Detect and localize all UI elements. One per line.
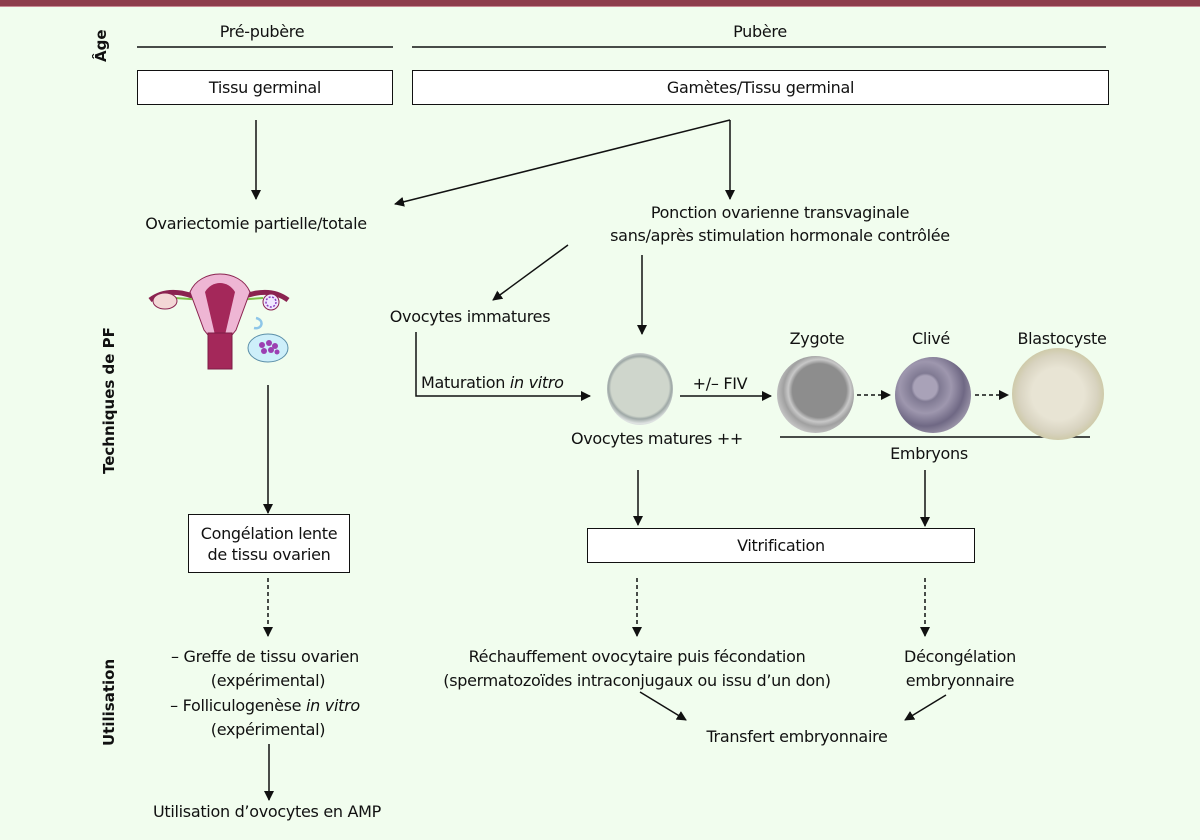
util-rechauffement-line2: (spermatozoïdes intraconjugaux ou issu d… xyxy=(443,671,831,690)
node-ponction-line1: Ponction ovarienne transvaginale xyxy=(650,203,910,222)
label-zygote: Zygote xyxy=(789,329,845,348)
cleaved-embryo-image xyxy=(895,357,971,433)
box-vitrification: Vitrification xyxy=(587,528,975,563)
util-decongelation-line2: embryonnaire xyxy=(905,671,1015,690)
node-ovocytes-immatures: Ovocytes immatures xyxy=(389,307,551,326)
age-pubere: Pubère xyxy=(733,22,787,41)
congelation-line2: de tissu ovarien xyxy=(207,544,331,564)
arrow-rechauffement-to-transfert xyxy=(639,691,687,721)
zygote-image xyxy=(777,356,854,433)
util-greffe-experimental: (expérimental) xyxy=(210,671,326,690)
label-clive: Clivé xyxy=(912,329,950,348)
node-ovariectomie: Ovariectomie partielle/totale xyxy=(145,214,367,233)
util-rechauffement-line1: Réchauffement ovocytaire puis fécondatio… xyxy=(468,647,806,666)
arrow-decongelation-to-transfert xyxy=(904,694,947,721)
box-tissu-germinal: Tissu germinal xyxy=(137,70,393,105)
util-decongelation-line1: Décongélation xyxy=(904,647,1016,666)
blastocyst-image xyxy=(1012,348,1104,440)
util-transfert-embryonnaire: Transfert embryonnaire xyxy=(706,727,888,746)
util-amp: Utilisation d’ovocytes en AMP xyxy=(152,802,382,821)
mature-oocyte-image xyxy=(607,353,673,425)
congelation-line1: Congélation lente xyxy=(200,523,338,543)
label-blastocyste: Blastocyste xyxy=(1017,329,1107,348)
branch-gametes xyxy=(394,119,731,207)
util-greffe: – Greffe de tissu ovarien xyxy=(170,647,360,666)
node-ovocytes-matures: Ovocytes matures ++ xyxy=(570,429,744,448)
arrow-ponction-to-immatures xyxy=(492,244,569,301)
arrow-maturation-in-vitro xyxy=(415,332,591,401)
box-gametes-tissu-germinal: Gamètes/Tissu germinal xyxy=(412,70,1109,105)
box-congelation-lente: Congélation lente de tissu ovarien xyxy=(188,514,350,573)
label-fiv: +/– FIV xyxy=(692,374,748,393)
age-prepubere: Pré-pubère xyxy=(219,22,305,41)
util-folliculogenese: – Folliculogenèse in vitro xyxy=(170,696,360,715)
top-accent-bar xyxy=(0,0,1200,7)
util-folliculogenese-experimental: (expérimental) xyxy=(210,720,326,739)
label-embryons: Embryons xyxy=(890,444,968,463)
node-ponction-line2: sans/après stimulation hormonale contrôl… xyxy=(610,226,950,245)
label-maturation-in-vitro: Maturation in vitro xyxy=(421,373,564,392)
